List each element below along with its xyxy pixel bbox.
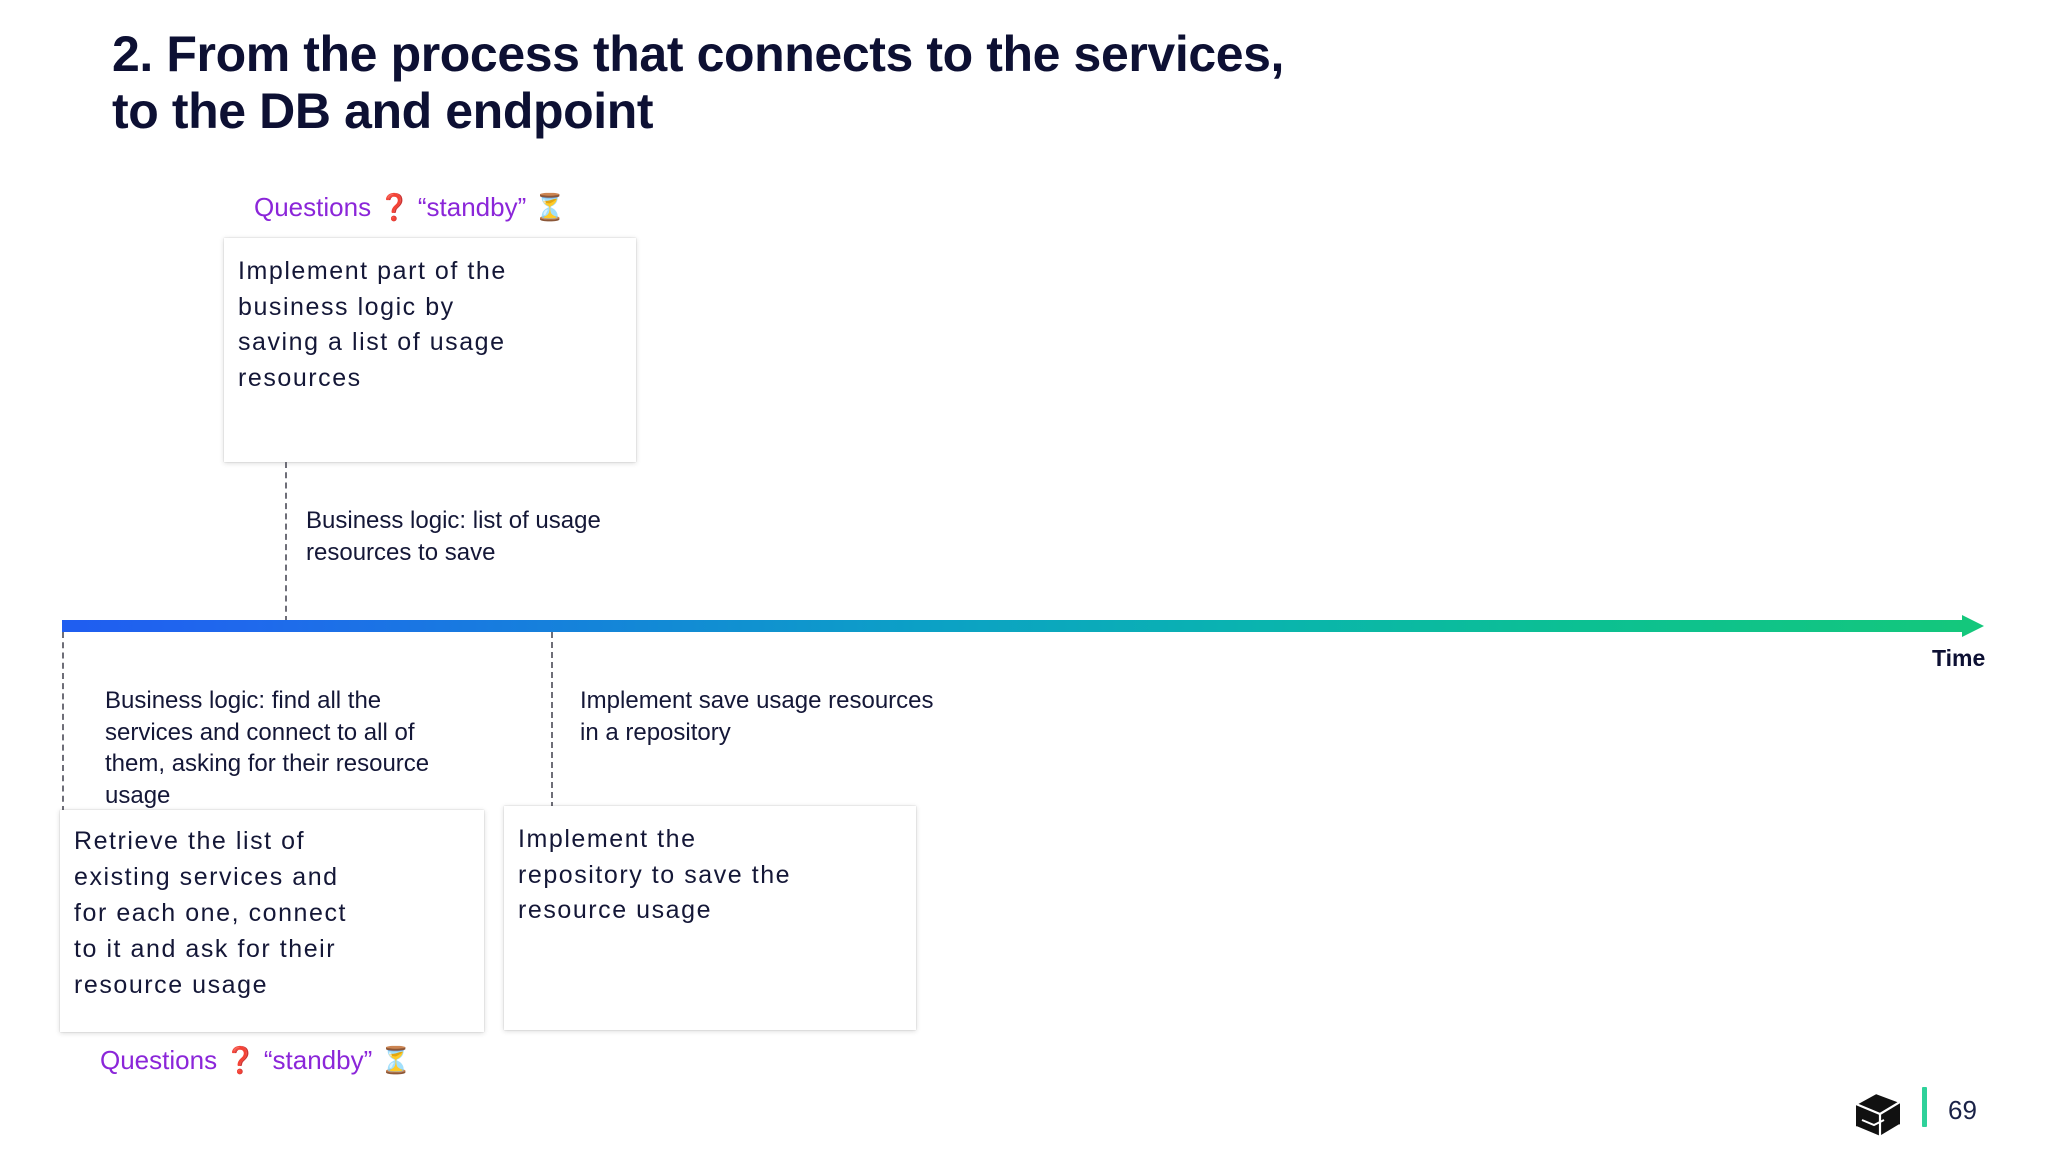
card-retrieve-services-text: Retrieve the list of existing services a…: [74, 827, 347, 999]
connector-line-retrieve-services: [62, 632, 64, 812]
card-save-usage[interactable]: Implement part of the business logic by …: [224, 238, 636, 462]
timeline-axis-bar: [62, 620, 1968, 632]
timeline-note-save-repository: Implement save usage resources in a repo…: [580, 687, 934, 746]
connector-line-implement-repository: [551, 632, 553, 808]
timeline-arrow-icon: [1962, 615, 1984, 637]
cube-logo-icon: [1852, 1090, 1904, 1140]
card-implement-repository-text: Implement the repository to save the res…: [518, 825, 792, 924]
card-retrieve-services[interactable]: Retrieve the list of existing services a…: [60, 810, 484, 1032]
timeline-note-find-services: Business logic: find all the services an…: [105, 687, 430, 810]
questions-standby-note-top: Questions ❓ “standby” ⏳: [254, 192, 566, 222]
timeline-axis-label: Time: [1932, 645, 1986, 671]
timeline-note-list-usage: Business logic: list of usage resources …: [306, 507, 601, 566]
questions-standby-note-bottom: Questions ❓ “standby” ⏳: [100, 1045, 412, 1075]
page-number: 69: [1948, 1095, 1977, 1125]
connector-line-save-usage: [285, 462, 287, 622]
page-title: 2. From the process that connects to the…: [112, 26, 1285, 139]
card-save-usage-text: Implement part of the business logic by …: [238, 257, 507, 392]
card-implement-repository[interactable]: Implement the repository to save the res…: [504, 806, 916, 1030]
footer-divider: [1922, 1087, 1927, 1127]
